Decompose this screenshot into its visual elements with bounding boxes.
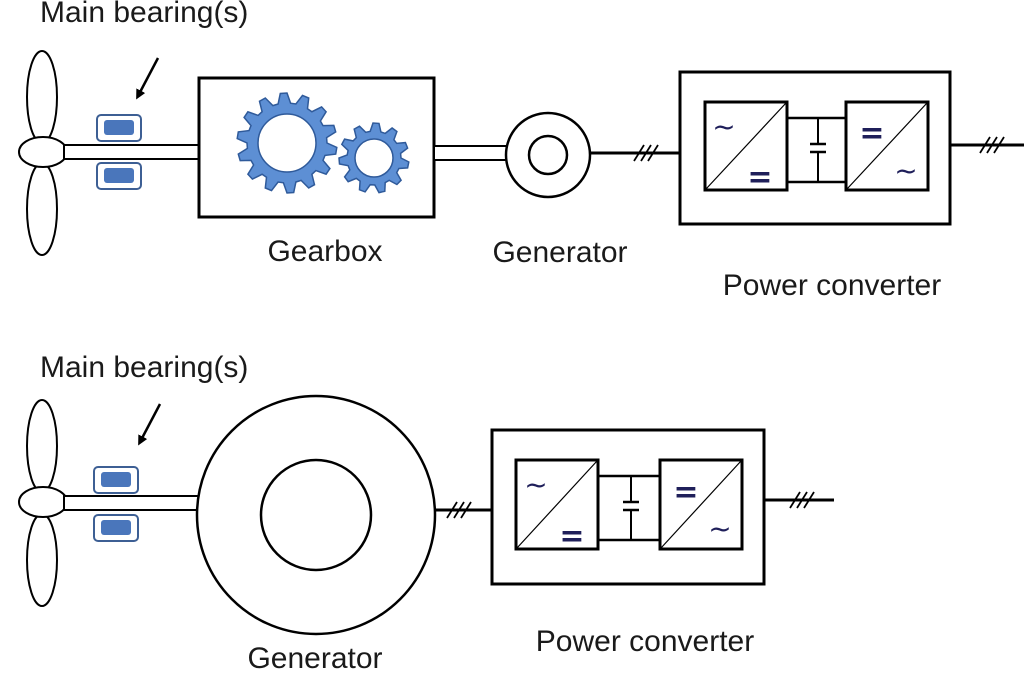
top-rotor-icon: [18, 50, 68, 256]
top-three-phase-mark-out: [979, 136, 1005, 154]
bottom-main-bearing-label: Main bearing(s): [40, 351, 248, 384]
bottom-rectifier-block: ~ =: [514, 458, 600, 554]
bottom-drivetrain: Main bearing(s) Generator: [18, 351, 834, 674]
bottom-three-phase-mark-in: [446, 501, 472, 519]
bottom-inverter-block: = ~: [658, 458, 744, 551]
top-power-converter-label: Power converter: [723, 269, 941, 302]
bottom-rectifier-dc-symbol: =: [559, 519, 584, 554]
bottom-rectifier-ac-symbol: ~: [524, 468, 547, 501]
gears-icon: [236, 92, 410, 194]
bottom-generator-label: Generator: [247, 642, 382, 674]
top-generator-icon: [504, 111, 592, 199]
bottom-main-shaft: [63, 495, 215, 511]
top-generator-label: Generator: [492, 236, 627, 269]
top-main-bearing-label: Main bearing(s): [40, 0, 248, 29]
top-inverter-dc-symbol: =: [859, 116, 884, 151]
top-three-phase-mark-in: [633, 144, 659, 162]
top-rectifier-dc-symbol: =: [747, 160, 772, 195]
top-rectifier-block: ~ =: [703, 100, 789, 195]
bottom-inverter-ac-symbol: ~: [708, 512, 731, 545]
bottom-dc-link-capacitor: [599, 474, 660, 542]
top-inverter-block: = ~: [844, 100, 930, 192]
top-rectifier-ac-symbol: ~: [712, 110, 735, 143]
top-bearing-arrow: [136, 57, 160, 100]
bottom-rotor-icon: [18, 399, 68, 607]
top-main-shaft: [63, 144, 201, 160]
gearbox-label: Gearbox: [267, 235, 382, 268]
bottom-three-phase-mark-out: [789, 491, 815, 509]
bottom-bearing-icon: [93, 466, 139, 542]
bottom-bearing-arrow: [138, 403, 162, 446]
bottom-generator-icon: [195, 394, 437, 636]
top-drivetrain: Main bearing(s) Gearbox: [18, 0, 1024, 302]
top-bearing-icon: [96, 114, 142, 190]
top-inverter-ac-symbol: ~: [894, 154, 917, 187]
top-hs-shaft: [433, 145, 509, 161]
bottom-power-converter-label: Power converter: [536, 625, 754, 658]
top-dc-link-capacitor: [788, 116, 846, 184]
bottom-inverter-dc-symbol: =: [673, 475, 698, 510]
